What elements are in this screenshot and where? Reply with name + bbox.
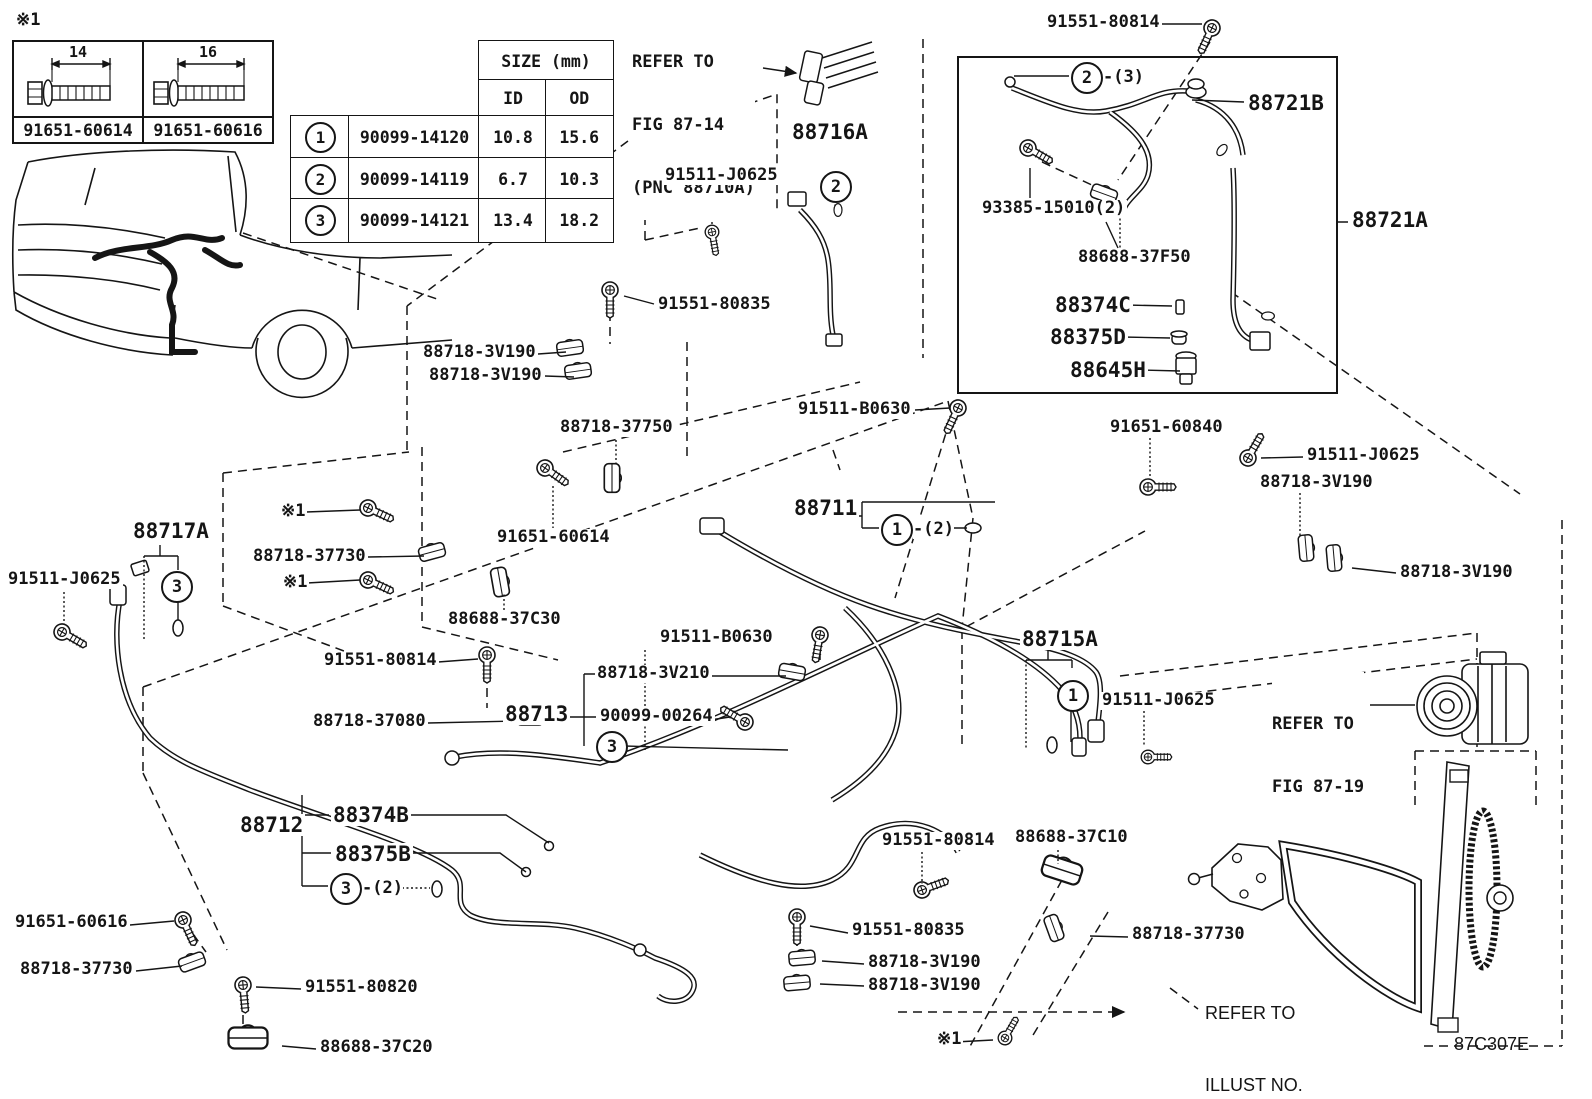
footnote-bolt-table: 14 91651-60614 16 <box>12 40 274 144</box>
vehicle-illustration <box>11 149 453 399</box>
circled-number-badge: 3 <box>330 873 362 905</box>
part-number-callout: 88718-3V190 <box>427 365 544 385</box>
part-number-callout: 88718-3V210 <box>595 663 712 683</box>
part-number-callout: 88718-3V190 <box>421 342 538 362</box>
circled-number-badge: 2 <box>820 171 852 203</box>
part-number-callout: 88688-37C30 <box>446 609 563 629</box>
part-number-callout: 88688-37C10 <box>1013 827 1130 847</box>
part-number-callout: 90099-00264 <box>598 706 715 726</box>
part-number-callout: 91551-80814 <box>880 830 997 850</box>
part-number-callout: 88718-37730 <box>251 546 368 566</box>
note-refer-fig-87-19: REFER TO FIG 87-19 <box>1272 672 1365 819</box>
assembly-box-88721A <box>957 56 1338 394</box>
part-number-callout: 91511-B0630 <box>658 627 775 647</box>
badge-suffix: -(3) <box>1103 67 1144 87</box>
circled-number-badge: 1 <box>1057 680 1089 712</box>
size-row-badge: 3 <box>290 198 351 243</box>
pnc-88710a-part <box>798 41 879 106</box>
size-table-col-id: ID <box>478 78 548 119</box>
part-number-callout: 91651-60616 <box>13 912 130 932</box>
bolt-part-number: 91651-60616 <box>144 116 272 143</box>
part-number-callout: 88713 <box>503 702 571 726</box>
part-number-callout: 91511-J0625 <box>6 569 123 589</box>
part-number-callout: 91551-80820 <box>303 977 420 997</box>
part-number-callout: 91551-80814 <box>322 650 439 670</box>
bolt-table-cell: 14 91651-60614 <box>14 42 142 142</box>
part-number-callout: 88718-37730 <box>1130 924 1247 944</box>
size-row-part: 90099-14119 <box>347 156 482 202</box>
part-number-callout: 91651-60840 <box>1108 417 1225 437</box>
size-row-od: 10.3 <box>544 156 614 202</box>
circled-number-badge: 3 <box>596 731 628 763</box>
compressor-illustration <box>1416 651 1529 745</box>
bolt-dimension: 16 <box>198 43 218 61</box>
part-number-callout: 93385-15010(2) <box>980 198 1128 218</box>
part-number-callout: 88718-3V190 <box>1398 562 1515 582</box>
part-number-callout: 88712 <box>238 813 306 837</box>
circled-number-badge: 1 <box>881 514 913 546</box>
part-number-callout: 88718-37080 <box>311 711 428 731</box>
circled-number-badge: 2 <box>1071 62 1103 94</box>
part-number-callout: ※1 <box>279 501 308 521</box>
note-refer-fig-87-14: REFER TO FIG 87-14 (PNC 88710A) <box>632 10 755 220</box>
part-number-callout: 91511-J0625 <box>1305 445 1422 465</box>
bolt-part-number: 91651-60614 <box>14 116 142 143</box>
part-number-callout: 91551-80835 <box>656 294 773 314</box>
part-number-callout: ※1 <box>14 10 43 30</box>
part-number-callout: 88717A <box>131 519 211 543</box>
part-number-callout: 91551-80814 <box>1045 12 1162 32</box>
part-number-callout: 91551-80835 <box>850 920 967 940</box>
badge-suffix: -(2) <box>362 878 403 898</box>
circled-number-badge: 3 <box>161 571 193 603</box>
size-table-title: SIZE (mm) <box>478 40 614 82</box>
size-table: SIZE (mm) ID OD 1 90099-14120 10.8 15.6 … <box>290 40 614 243</box>
part-number-callout: 87C307E <box>1454 1034 1530 1054</box>
note-refer-illust: REFER TO ILLUST NO. 1 OF 3 <box>1205 953 1303 1099</box>
size-row-id: 10.8 <box>478 115 548 160</box>
part-number-callout: 88645H <box>1068 358 1148 382</box>
fittings <box>109 76 1271 957</box>
part-number-callout: 88688-37F50 <box>1076 247 1193 267</box>
part-number-callout: 88711 <box>792 496 860 520</box>
part-number-callout: 91511-B0630 <box>796 399 913 419</box>
part-number-callout: 88716A <box>790 120 870 144</box>
bolt-side-view-icon <box>153 58 246 107</box>
part-number-callout: 88375B <box>333 842 413 866</box>
part-number-callout: 88375D <box>1048 325 1128 349</box>
size-row-badge: 2 <box>290 156 351 202</box>
part-number-callout: 88718-3V190 <box>866 952 983 972</box>
bolt-dimension: 14 <box>68 43 88 61</box>
part-number-callout: 91651-60614 <box>495 527 612 547</box>
part-number-callout: 88718-3V190 <box>866 975 983 995</box>
condenser-bracket <box>1211 843 1284 911</box>
part-number-callout: 91511-J0625 <box>1100 690 1217 710</box>
part-number-callout: 88718-3V190 <box>1258 472 1375 492</box>
size-row-part: 90099-14121 <box>347 198 482 243</box>
part-number-callout: 88374B <box>331 803 411 827</box>
ac-pipes <box>114 85 1254 1004</box>
part-number-callout: ※1 <box>281 572 310 592</box>
bolt-side-view-icon <box>27 58 112 107</box>
size-row-id: 13.4 <box>478 198 548 243</box>
part-number-callout: 88718-37750 <box>558 417 675 437</box>
condenser-illustration <box>1187 761 1514 1033</box>
part-number-callout: 88715A <box>1020 627 1100 651</box>
size-row-id: 6.7 <box>478 156 548 202</box>
part-number-callout: ※1 <box>935 1029 964 1049</box>
highlighted-piping <box>92 233 243 355</box>
size-row-od: 18.2 <box>544 198 614 243</box>
size-table-col-od: OD <box>544 78 614 119</box>
part-number-callout: 88374C <box>1053 293 1133 317</box>
size-row-part: 90099-14120 <box>347 115 482 160</box>
badge-suffix: -(2) <box>913 519 954 539</box>
part-number-callout: 91511-J0625 <box>663 165 780 185</box>
size-row-badge: 1 <box>290 115 351 160</box>
part-number-callout: 88721A <box>1350 208 1430 232</box>
size-row-od: 15.6 <box>544 115 614 160</box>
part-number-callout: 88688-37C20 <box>318 1037 435 1057</box>
part-number-callout: 88718-37730 <box>18 959 135 979</box>
bolt-table-cell: 16 91651-60616 <box>142 42 272 142</box>
part-number-callout: 88721B <box>1246 91 1326 115</box>
